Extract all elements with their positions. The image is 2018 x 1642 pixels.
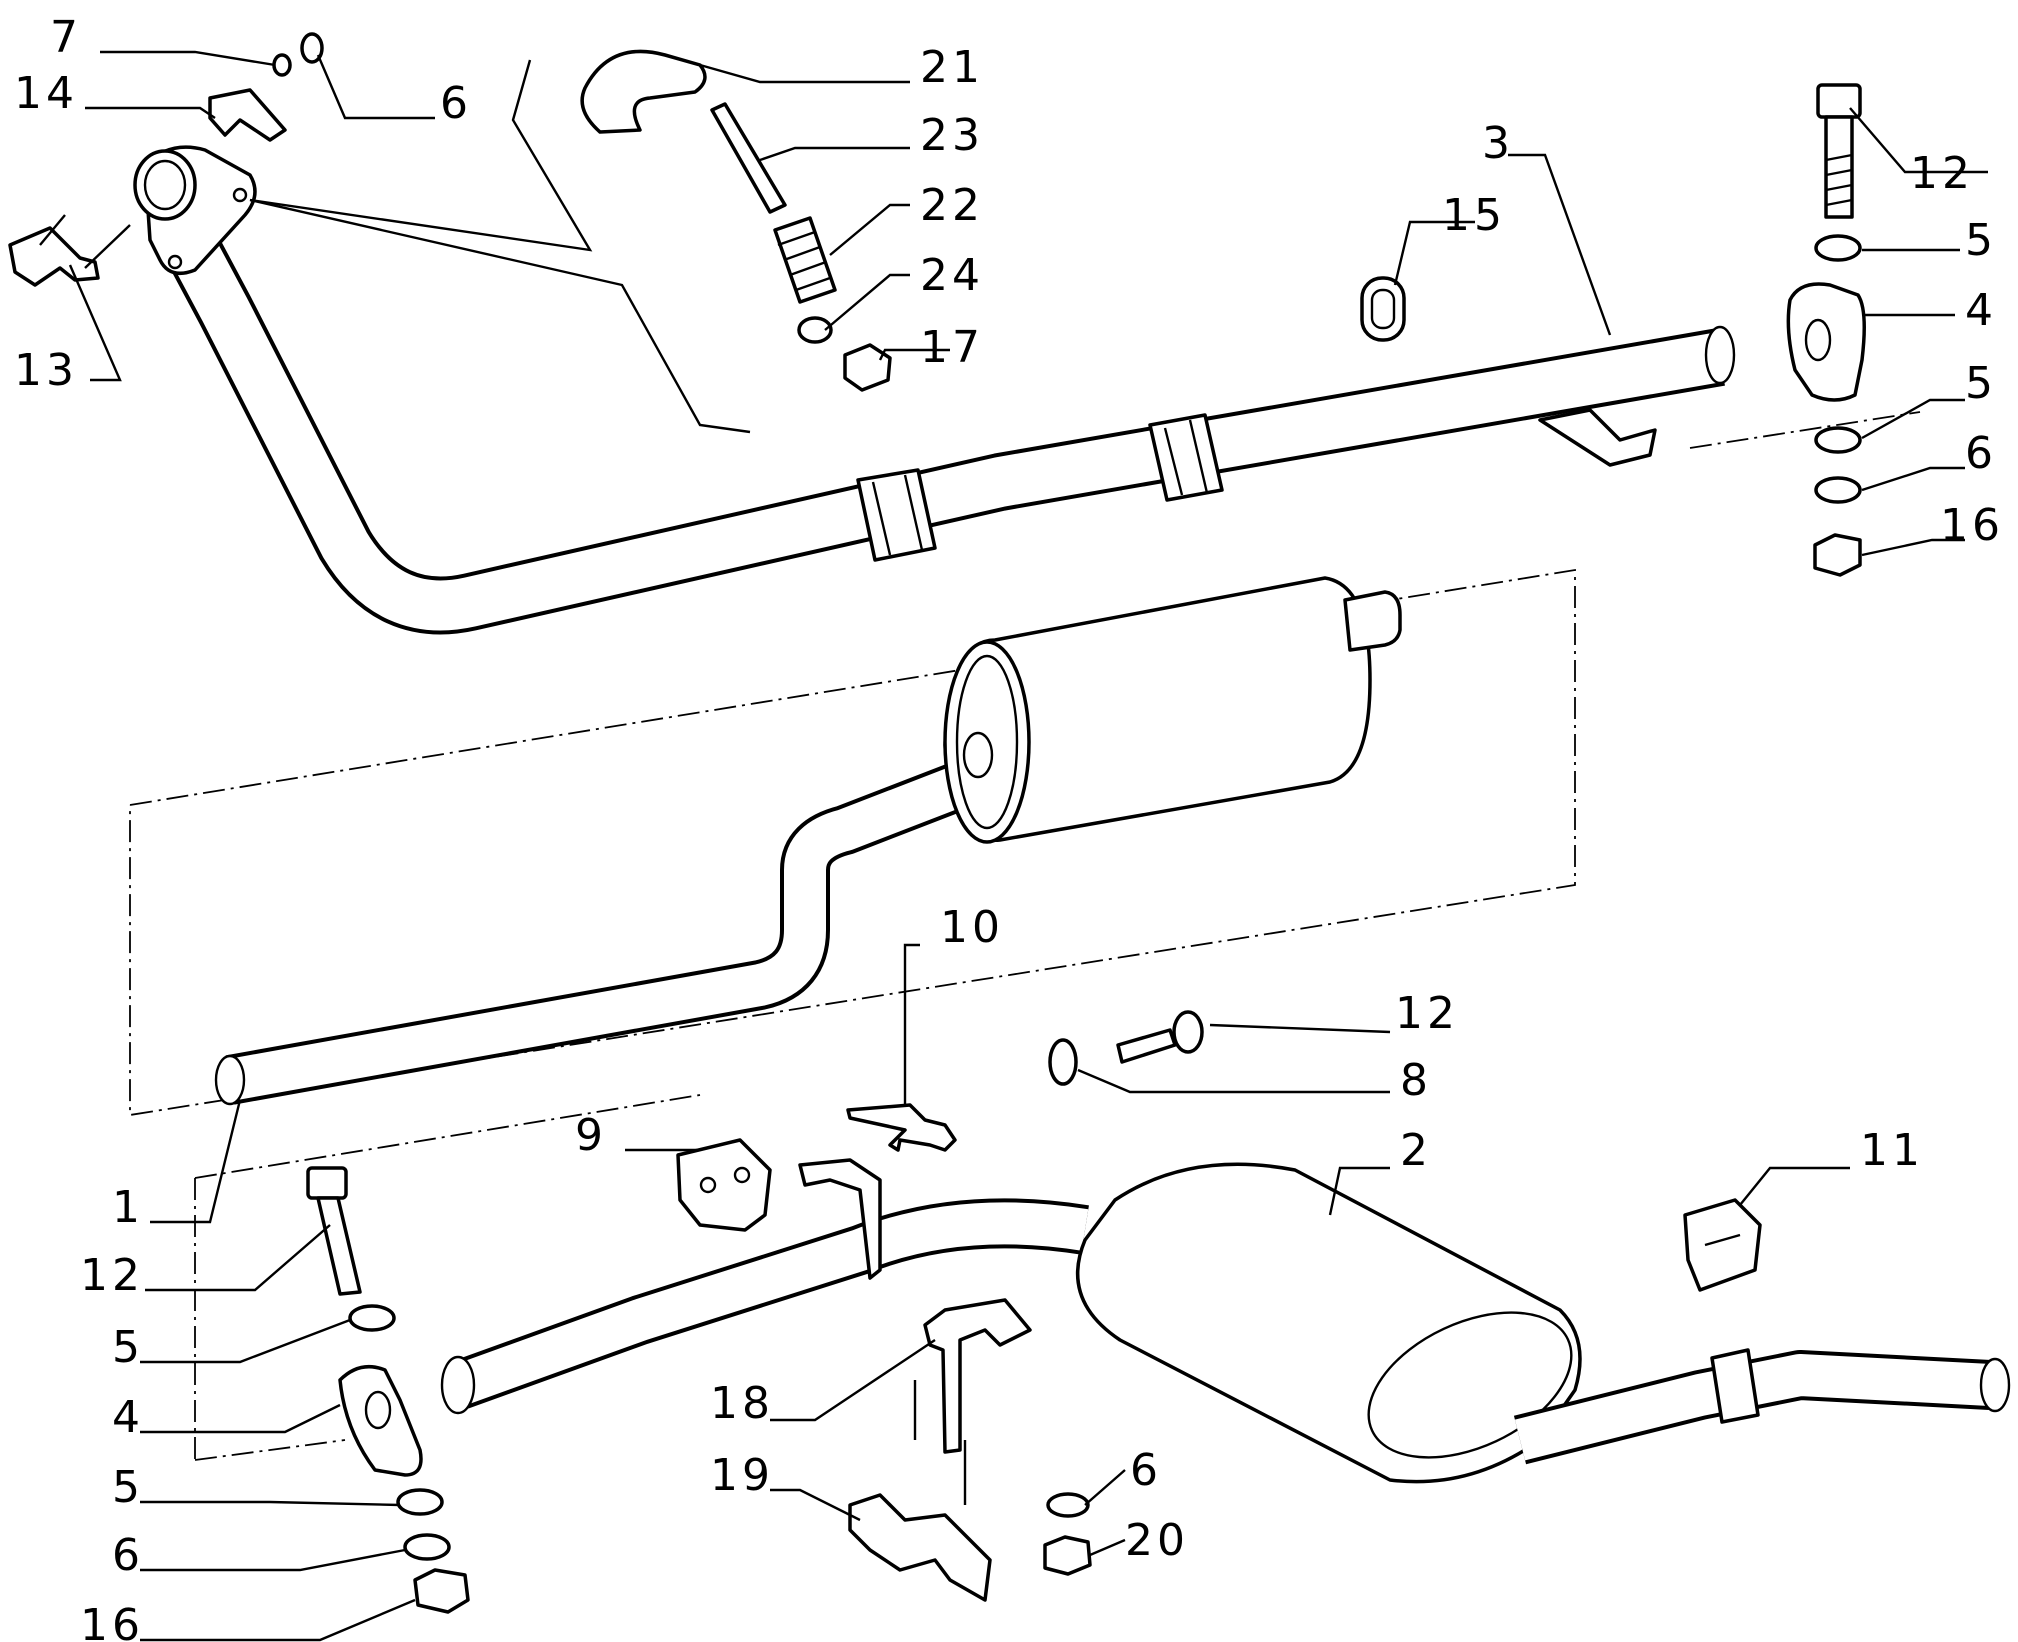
washer xyxy=(1814,476,1862,504)
inlet-flange xyxy=(133,145,257,276)
callout-1: 1 xyxy=(112,1182,144,1233)
callout-2: 2 xyxy=(1400,1125,1432,1176)
bolt xyxy=(306,1166,362,1296)
callout-21: 21 xyxy=(920,42,984,93)
callout-12: 12 xyxy=(1395,988,1459,1039)
callout-23: 23 xyxy=(920,110,984,161)
callout-9: 9 xyxy=(575,1110,607,1161)
callout-8: 8 xyxy=(1400,1055,1432,1106)
seal-ring xyxy=(272,53,292,77)
callout-14: 14 xyxy=(14,68,78,119)
callout-5: 5 xyxy=(112,1462,144,1513)
spring xyxy=(773,216,837,304)
mounting-block xyxy=(676,1138,772,1232)
middle-pipe-silencer xyxy=(214,576,1402,1106)
bolt xyxy=(1816,83,1862,219)
rubber-hanger xyxy=(1683,1198,1762,1292)
callout-13: 13 xyxy=(14,345,78,396)
rubber-mount xyxy=(1786,282,1866,402)
clamp-bracket xyxy=(848,1493,992,1602)
hanger-hook xyxy=(846,1103,957,1152)
callout-7: 7 xyxy=(50,12,82,63)
u-bolt-clamp xyxy=(913,1298,1032,1505)
callout-6: 6 xyxy=(440,78,472,129)
callout-4: 4 xyxy=(112,1392,144,1443)
retaining-clip xyxy=(208,88,287,142)
washer xyxy=(1814,426,1862,454)
nut xyxy=(843,343,892,392)
washer xyxy=(403,1533,451,1561)
washer xyxy=(1048,1038,1078,1086)
callout-5: 5 xyxy=(1965,215,1997,266)
nut xyxy=(1043,1535,1092,1576)
rear-silencer xyxy=(440,1158,2011,1484)
callout-16: 16 xyxy=(1940,500,2004,551)
callout-20: 20 xyxy=(1125,1515,1189,1566)
callout-24: 24 xyxy=(920,250,984,301)
bolt xyxy=(1116,1010,1204,1064)
callout-22: 22 xyxy=(920,180,984,231)
washer xyxy=(1814,234,1862,262)
nut xyxy=(1813,533,1862,577)
washer xyxy=(348,1304,396,1332)
callout-16: 16 xyxy=(80,1600,144,1642)
callout-12: 12 xyxy=(1910,148,1974,199)
callout-6: 6 xyxy=(1965,428,1997,479)
callout-4: 4 xyxy=(1965,285,1997,336)
u-gasket xyxy=(580,49,707,134)
washer xyxy=(396,1488,444,1516)
u-clamp xyxy=(8,214,131,287)
washer xyxy=(1046,1492,1090,1518)
front-exhaust-pipe xyxy=(133,145,1736,635)
callout-6: 6 xyxy=(1130,1445,1162,1496)
callout-5: 5 xyxy=(1965,358,1997,409)
callout-17: 17 xyxy=(920,322,984,373)
stud xyxy=(710,102,787,214)
rubber-mount xyxy=(338,1364,423,1477)
callout-10: 10 xyxy=(940,902,1004,953)
nut xyxy=(413,1568,470,1614)
leader-lines xyxy=(68,50,1988,1642)
callout-11: 11 xyxy=(1860,1125,1924,1176)
washer xyxy=(300,32,324,64)
gasket xyxy=(1360,276,1406,342)
callout-numbers: 7 14 6 13 21 23 22 24 17 15 3 12 5 4 5 6… xyxy=(14,12,2004,1642)
pipe-clamp xyxy=(1148,413,1224,502)
callout-6: 6 xyxy=(112,1530,144,1581)
washer xyxy=(797,316,833,344)
pipe-clamp xyxy=(856,468,937,562)
callout-19: 19 xyxy=(710,1450,774,1501)
pipe-hanger-bracket xyxy=(1538,408,1657,467)
callout-3: 3 xyxy=(1482,118,1514,169)
callout-15: 15 xyxy=(1442,190,1506,241)
callout-5: 5 xyxy=(112,1322,144,1373)
small-parts xyxy=(8,32,1866,1614)
callout-12: 12 xyxy=(80,1250,144,1301)
callout-18: 18 xyxy=(710,1378,774,1429)
